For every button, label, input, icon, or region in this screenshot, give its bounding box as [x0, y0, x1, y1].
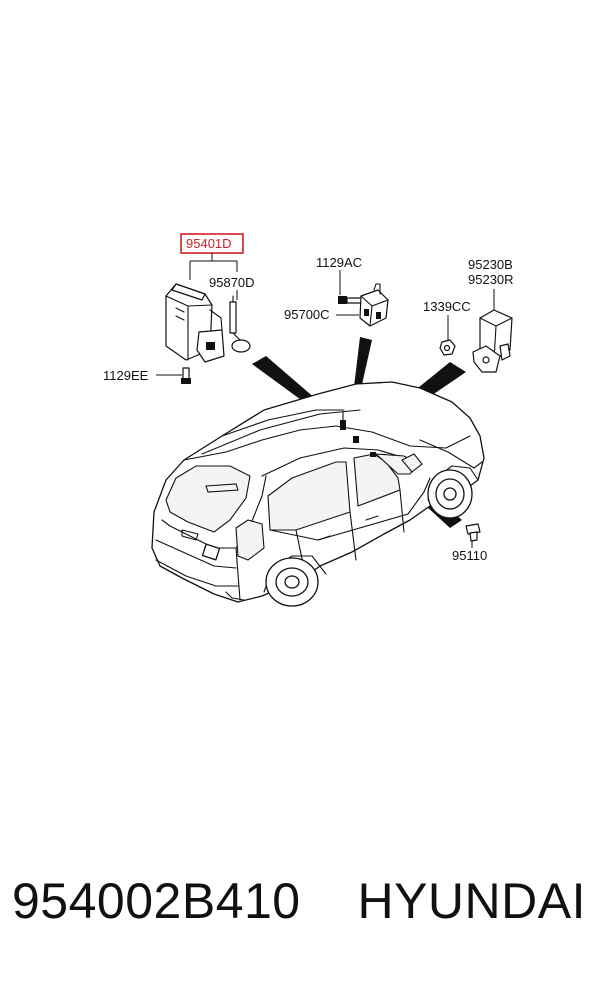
callout-95870D[interactable]: 95870D [209, 275, 255, 290]
vehicle-illustration [151, 381, 485, 607]
callout-95870D-label: 95870D [209, 275, 255, 290]
callout-95700C-label: 95700C [284, 307, 330, 322]
callout-95230R[interactable]: 95230R [468, 272, 514, 287]
callout-1339CC-label: 1339CC [423, 299, 471, 314]
callout-95401D-label: 95401D [186, 236, 232, 251]
callout-95110-label: 95110 [452, 548, 487, 563]
door-part [465, 523, 481, 542]
callout-1129AC-label: 1129AC [316, 255, 362, 270]
callout-1129EE[interactable]: 1129EE [103, 368, 149, 383]
callout-95700C[interactable]: 95700C [284, 307, 330, 322]
callout-95230B-label: 95230B [468, 257, 513, 272]
footer: 954002B410 HYUNDAI [0, 872, 600, 952]
roof-sensor [338, 283, 389, 327]
callout-95230R-label: 95230R [468, 272, 514, 287]
callout-1129AC[interactable]: 1129AC [316, 255, 362, 270]
callout-95230B[interactable]: 95230B [468, 257, 513, 272]
brand-name: HYUNDAI [357, 873, 586, 929]
leader-95401D [189, 253, 238, 280]
nut-hole [443, 344, 451, 352]
callout-95401D[interactable]: 95401D [180, 233, 244, 254]
callout-1339CC[interactable]: 1339CC [423, 299, 471, 314]
callout-1129EE-label: 1129EE [103, 368, 149, 383]
part-number: 954002B410 [12, 873, 301, 929]
control-module [165, 283, 251, 384]
callout-95110[interactable]: 95110 [452, 548, 487, 563]
receiver-unit [472, 309, 513, 373]
